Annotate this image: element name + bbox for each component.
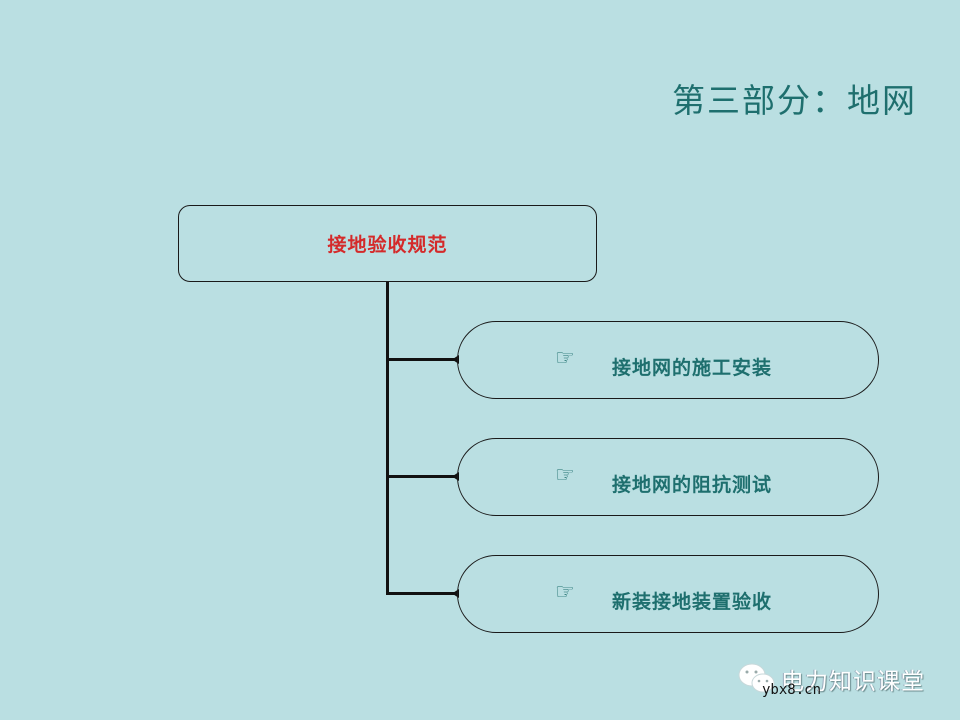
child-node-1: ☞ 接地网的施工安装 [457, 321, 879, 399]
pointing-hand-icon: ☞ [555, 580, 575, 605]
connector-trunk [386, 282, 389, 595]
child-node-2: ☞ 接地网的阻抗测试 [457, 438, 879, 516]
watermark: 电力知识课堂 ybx8.cn [737, 660, 947, 700]
root-node-label: 接地验收规范 [327, 234, 448, 256]
child-node-label: 接地网的施工安装 [612, 357, 773, 379]
watermark-brand: 电力知识课堂 [781, 669, 925, 695]
child-node-3: ☞ 新装接地装置验收 [457, 555, 879, 633]
connector-branch-2 [386, 475, 456, 478]
watermark-url: ybx8.cn [762, 682, 822, 698]
pointing-hand-icon: ☞ [555, 346, 575, 371]
root-node: 接地验收规范 [178, 205, 597, 282]
connector-branch-1 [386, 358, 456, 361]
wechat-icon [738, 663, 775, 693]
connector-arrow-3 [452, 589, 459, 598]
connector-arrow-2 [452, 472, 459, 481]
child-node-label: 接地网的阻抗测试 [612, 474, 773, 496]
connector-arrow-1 [452, 355, 459, 364]
slide-title: 第三部分：地网 [672, 81, 917, 120]
pointing-hand-icon: ☞ [555, 463, 575, 488]
connector-branch-3 [386, 592, 456, 595]
child-node-label: 新装接地装置验收 [612, 591, 773, 613]
